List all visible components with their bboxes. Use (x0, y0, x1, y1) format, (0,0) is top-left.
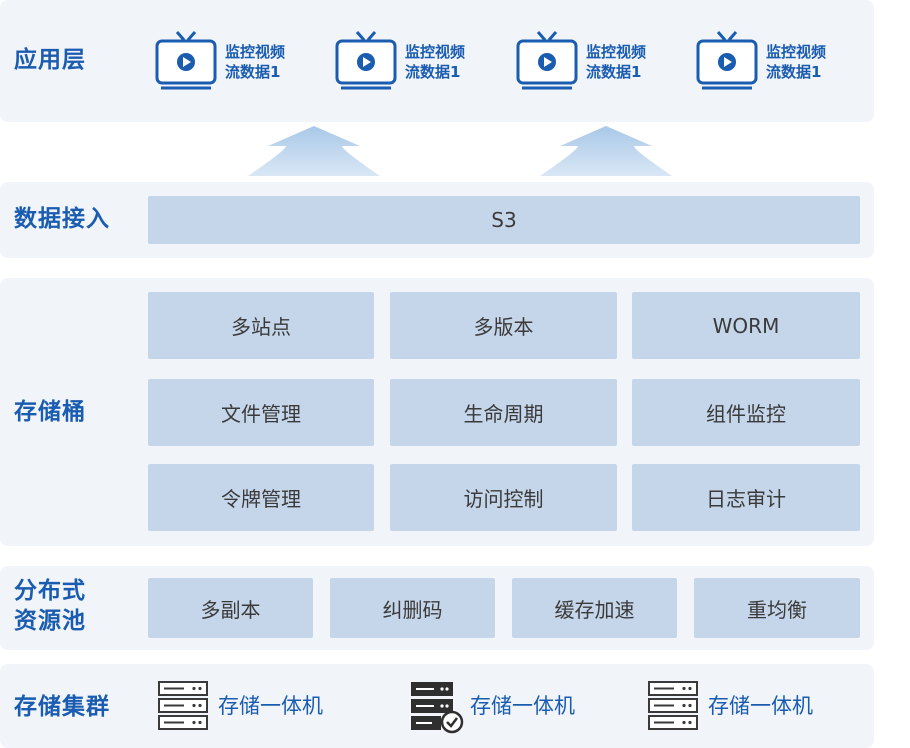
protocol-s3: S3 (148, 196, 860, 244)
stream-label-line2: 流数据1 (405, 63, 461, 81)
application-layer: 应用层 监控视频 流数据1 监控视频 流数据1 (0, 0, 874, 122)
stream-label-line2: 流数据1 (586, 63, 642, 81)
layer-title-line2: 资源池 (14, 608, 86, 634)
tv-icon (696, 31, 758, 90)
feature-cache-acceleration: 缓存加速 (512, 578, 677, 638)
layer-title-data-access: 数据接入 (14, 206, 110, 232)
stream-label-line1: 监控视频 (405, 43, 466, 61)
stream-label-line1: 监控视频 (766, 43, 827, 61)
layer-title-line1: 分布式 (14, 578, 86, 604)
cluster-node-label: 存储一体机 (708, 694, 813, 718)
distributed-pool-layer: 分布式 资源池 多副本 纠删码 缓存加速 重均衡 (0, 566, 874, 650)
layer-title-storage-cluster: 存储集群 (14, 694, 110, 720)
stream-label: 监控视频 流数据1 (586, 42, 666, 82)
stream-label: 监控视频 流数据1 (225, 42, 305, 82)
data-access-layer: 数据接入 S3 (0, 182, 874, 258)
stream-label-line2: 流数据1 (225, 63, 281, 81)
bucket-layer: 存储桶 多站点 多版本 WORM 文件管理 生命周期 组件监控 令牌管理 访问控… (0, 278, 874, 546)
cluster-node-2: 存储一体机 (410, 680, 575, 734)
tv-icon (516, 31, 578, 90)
layer-title-application: 应用层 (14, 47, 86, 73)
feature-multi-site: 多站点 (148, 292, 374, 359)
feature-erasure-code: 纠删码 (330, 578, 495, 638)
feature-component-monitor: 组件监控 (632, 379, 860, 446)
feature-multi-version: 多版本 (390, 292, 617, 359)
stream-label-line2: 流数据1 (766, 63, 822, 81)
server-check-icon (411, 682, 464, 734)
tv-icon (155, 31, 217, 90)
cluster-node-3: 存储一体机 (648, 680, 813, 734)
layer-title-distributed-pool: 分布式 资源池 (14, 576, 86, 636)
up-arrow-icon (540, 126, 672, 176)
feature-token-management: 令牌管理 (148, 464, 374, 531)
stream-label-line1: 监控视频 (225, 43, 286, 61)
layer-title-bucket: 存储桶 (14, 399, 86, 425)
feature-multi-replica: 多副本 (148, 578, 313, 638)
stream-label-line1: 监控视频 (586, 43, 647, 61)
feature-lifecycle: 生命周期 (390, 379, 617, 446)
feature-worm: WORM (632, 292, 860, 359)
feature-access-control: 访问控制 (390, 464, 617, 531)
feature-log-audit: 日志审计 (632, 464, 860, 531)
feature-rebalance: 重均衡 (694, 578, 860, 638)
cluster-node-label: 存储一体机 (470, 694, 575, 718)
up-arrow-icon (248, 126, 380, 176)
cluster-node-1: 存储一体机 (158, 680, 323, 734)
stream-label: 监控视频 流数据1 (766, 42, 846, 82)
stream-label: 监控视频 流数据1 (405, 42, 485, 82)
cluster-node-label: 存储一体机 (218, 694, 323, 718)
feature-file-management: 文件管理 (148, 379, 374, 446)
server-icon (648, 681, 698, 730)
tv-icon (335, 31, 397, 90)
server-icon (158, 681, 208, 730)
